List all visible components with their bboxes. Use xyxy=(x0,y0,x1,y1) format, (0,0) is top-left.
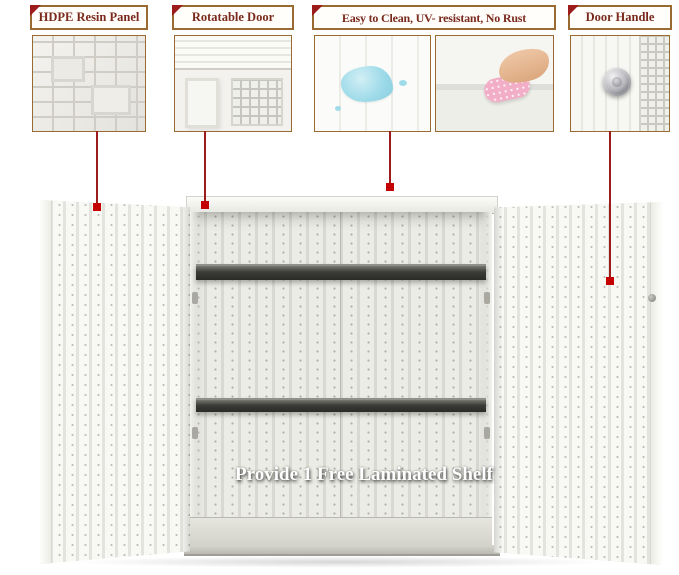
callout-label-text: Easy to Clean, UV- resistant, No Rust xyxy=(341,10,527,25)
door-right-outer-edge xyxy=(650,202,662,565)
door-knob-photo xyxy=(570,35,670,132)
lattice-panel-detail xyxy=(639,36,669,131)
callout-label-box: Easy to Clean, UV- resistant, No Rust xyxy=(312,5,556,30)
corner-ribbon-icon xyxy=(172,5,183,16)
free-shelf-caption: Provide 1 Free Laminated Shelf xyxy=(235,464,493,485)
callout-label-box: Rotatable Door xyxy=(172,5,294,30)
callout-label-text: HDPE Resin Panel xyxy=(38,10,140,25)
hinge-icon xyxy=(484,292,490,304)
cabinet-base-plinth xyxy=(184,545,500,556)
callout-door-handle: Door Handle xyxy=(568,5,672,132)
marker-dot-resin-panel xyxy=(93,203,101,211)
interior-left-wall xyxy=(190,212,201,545)
corner-ribbon-icon xyxy=(312,5,323,16)
cabinet-top-edge-detail xyxy=(175,36,291,70)
hinge-icon xyxy=(484,427,490,439)
lattice-panel-detail xyxy=(231,78,283,126)
callout-label-text: Rotatable Door xyxy=(191,10,275,25)
resin-panel-photo xyxy=(32,35,146,132)
hinge-icon xyxy=(192,292,198,304)
leader-line-door-handle xyxy=(609,131,611,279)
corner-ribbon-icon xyxy=(30,5,41,16)
leader-line-rotatable-door xyxy=(204,131,206,203)
back-panel-seam xyxy=(340,212,341,517)
water-spill-blob xyxy=(341,66,393,102)
callout-label-box: HDPE Resin Panel xyxy=(30,5,148,30)
resin-block-detail xyxy=(51,56,85,82)
door-handle-mount xyxy=(648,294,656,302)
leader-line-easy-to-clean xyxy=(389,131,391,185)
water-droplet xyxy=(335,106,341,111)
corner-ribbon-icon xyxy=(568,5,579,16)
cabinet-interior xyxy=(190,212,492,545)
leader-line-resin-panel xyxy=(96,131,98,205)
interior-right-wall xyxy=(481,212,492,545)
resin-block-detail xyxy=(91,85,131,115)
knob-icon xyxy=(603,68,631,96)
callout-hdpe-resin-panel: HDPE Resin Panel xyxy=(30,5,148,132)
callout-label-box: Door Handle xyxy=(568,5,672,30)
knob-center xyxy=(612,77,622,87)
callout-label-text: Door Handle xyxy=(585,10,655,25)
marker-dot-rotatable-door xyxy=(201,201,209,209)
door-right-open xyxy=(494,202,662,565)
callout-easy-to-clean: Easy to Clean, UV- resistant, No Rust xyxy=(312,5,556,132)
marker-dot-door-handle xyxy=(606,277,614,285)
water-droplet xyxy=(399,80,407,86)
hinge-icon xyxy=(192,427,198,439)
shelf-top xyxy=(196,264,486,280)
marker-dot-easy-to-clean xyxy=(386,183,394,191)
floor-shadow xyxy=(70,556,610,568)
callout-rotatable-door: Rotatable Door xyxy=(172,5,294,132)
door-left-open xyxy=(40,200,190,564)
door-corner-photo xyxy=(174,35,292,132)
water-spill-photo xyxy=(314,35,431,132)
door-frame-detail xyxy=(185,78,219,128)
cabinet-floor xyxy=(190,517,492,545)
resin-texture-pattern xyxy=(33,36,145,131)
shelf-middle-laminated xyxy=(196,398,486,412)
door-left-outer-edge xyxy=(40,200,52,564)
hand-wiping-photo xyxy=(435,35,554,132)
